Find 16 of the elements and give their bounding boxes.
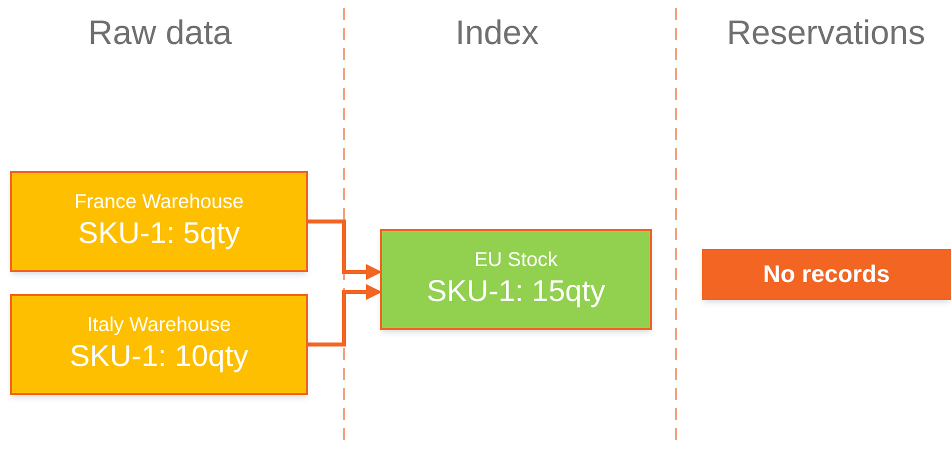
- box-title: EU Stock: [474, 248, 558, 274]
- column-heading: Index: [455, 16, 539, 50]
- quantity-text: SKU-1: 15qty: [426, 274, 606, 310]
- data-box: [10, 171, 308, 272]
- status-text: No records: [763, 260, 890, 290]
- arrow: [308, 220, 382, 280]
- data-box: [380, 229, 652, 330]
- data-box: [10, 294, 308, 395]
- status-banner: [702, 249, 951, 300]
- column-heading: Reservations: [726, 16, 926, 50]
- arrow: [308, 284, 382, 346]
- quantity-text: SKU-1: 5qty: [78, 216, 240, 252]
- box-title: Italy Warehouse: [87, 313, 231, 338]
- box-title: France Warehouse: [74, 190, 244, 216]
- quantity-text: SKU-1: 10qty: [70, 339, 248, 376]
- column-heading: Raw data: [88, 16, 232, 50]
